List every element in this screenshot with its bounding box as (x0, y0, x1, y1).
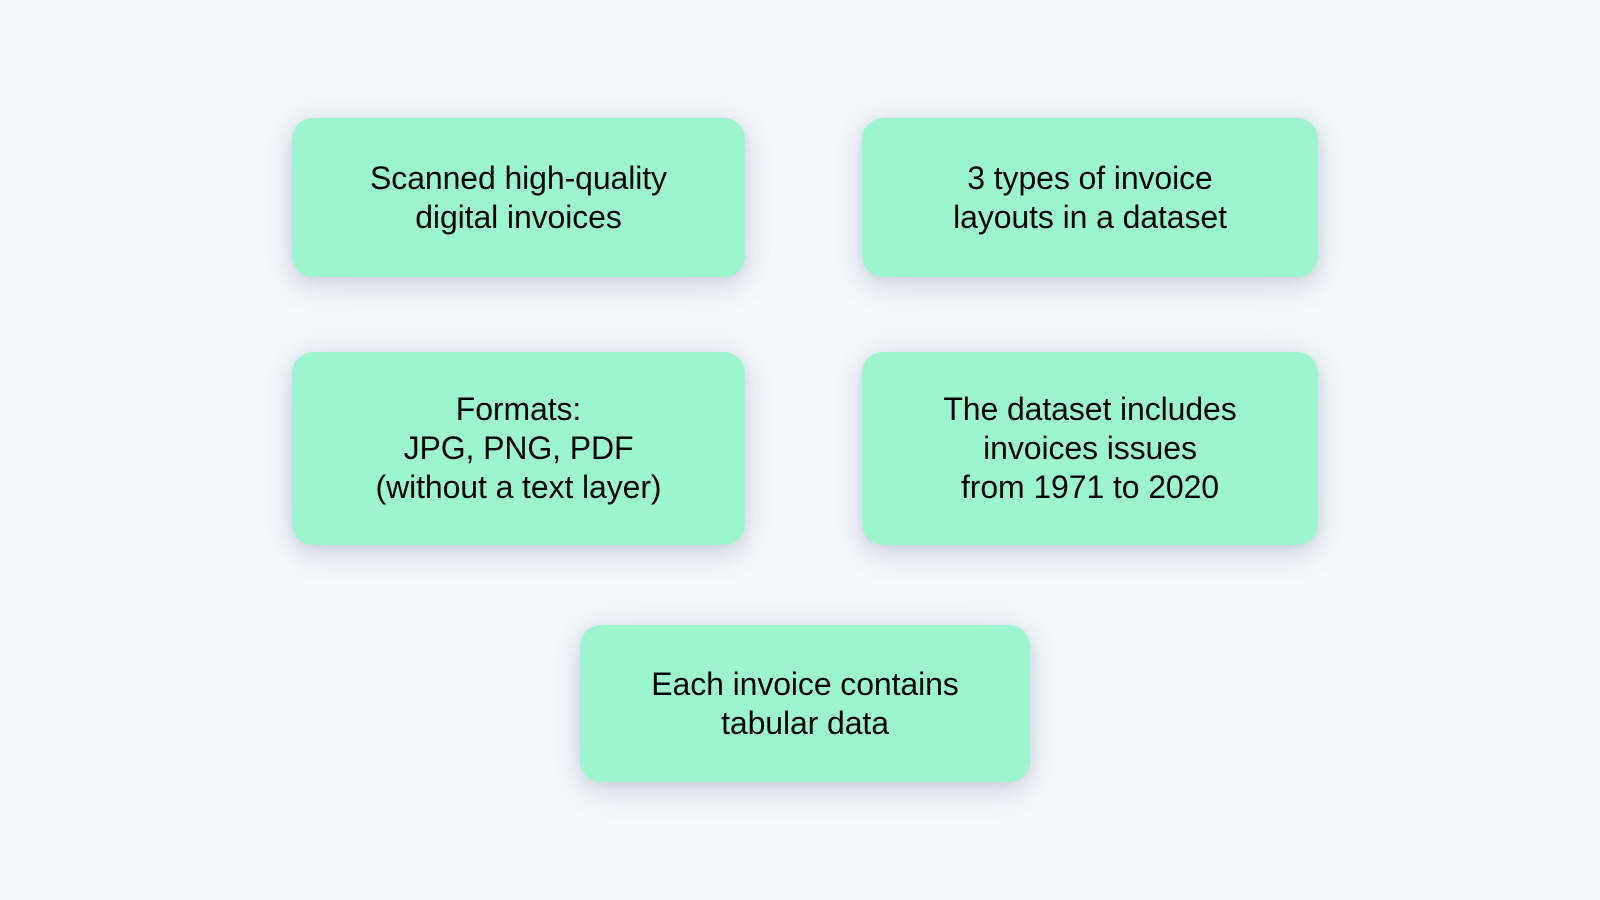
feature-card-tabular-data-text: Each invoice contains tabular data (651, 665, 959, 741)
feature-card-date-range-text: The dataset includes invoices issues fro… (943, 391, 1237, 505)
feature-card-invoice-layouts: 3 types of invoice layouts in a dataset (862, 118, 1318, 277)
feature-card-tabular-data: Each invoice contains tabular data (580, 625, 1030, 782)
feature-card-formats-text: Formats: JPG, PNG, PDF (without a text l… (375, 391, 662, 505)
feature-card-invoice-layouts-text: 3 types of invoice layouts in a dataset (953, 159, 1227, 235)
feature-card-formats: Formats: JPG, PNG, PDF (without a text l… (292, 352, 745, 545)
feature-card-scanned-invoices: Scanned high-quality digital invoices (292, 118, 745, 277)
feature-card-scanned-invoices-text: Scanned high-quality digital invoices (370, 159, 667, 235)
feature-card-date-range: The dataset includes invoices issues fro… (862, 352, 1318, 545)
